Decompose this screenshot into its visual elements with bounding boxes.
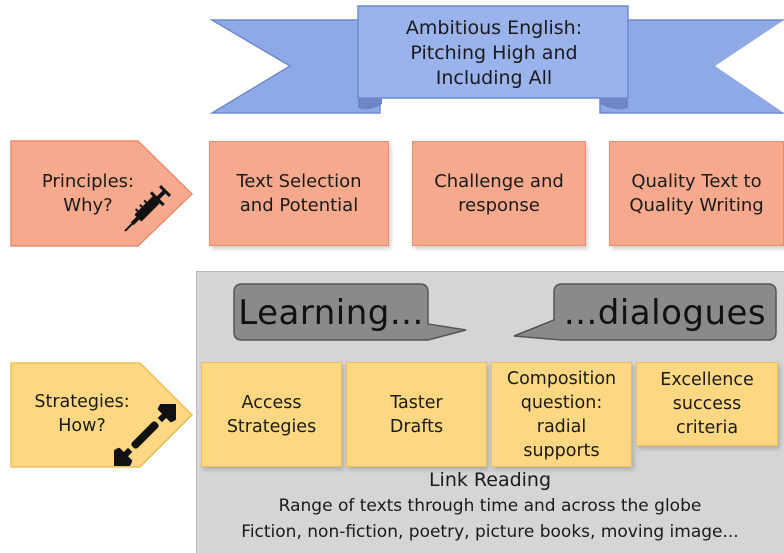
principles-label: Principles: Why? (41, 171, 135, 216)
link-reading-line-2: Fiction, non-fiction, poetry, picture bo… (241, 522, 739, 542)
title-banner (209, 5, 784, 114)
link-reading-line-1: Range of texts through time and across t… (278, 496, 702, 516)
principle-box-quality-text: Quality Text to Quality Writing (609, 141, 784, 246)
link-reading-title: Link Reading (428, 469, 552, 491)
strategies-arrow (10, 362, 194, 468)
wrench-icon (114, 404, 176, 466)
bubble-learning: Learning... (238, 292, 424, 333)
principles-arrow (10, 140, 194, 247)
strategy-box-composition: Composition question: radial supports (491, 362, 632, 467)
syringe-icon (124, 184, 172, 232)
strategy-box-excellence: Excellence success criteria (636, 362, 778, 446)
principle-box-text-selection: Text Selection and Potential (209, 141, 389, 246)
principle-box-challenge: Challenge and response (412, 141, 586, 246)
bubble-dialogues: ...dialogues (563, 292, 767, 333)
strategy-box-access: Access Strategies (201, 362, 342, 467)
strategies-label: Strategies: How? (34, 392, 130, 436)
strategy-box-taster: Taster Drafts (346, 362, 487, 467)
speech-bubbles (233, 283, 777, 341)
banner-title: Ambitious English: Pitching High and Inc… (405, 16, 583, 89)
